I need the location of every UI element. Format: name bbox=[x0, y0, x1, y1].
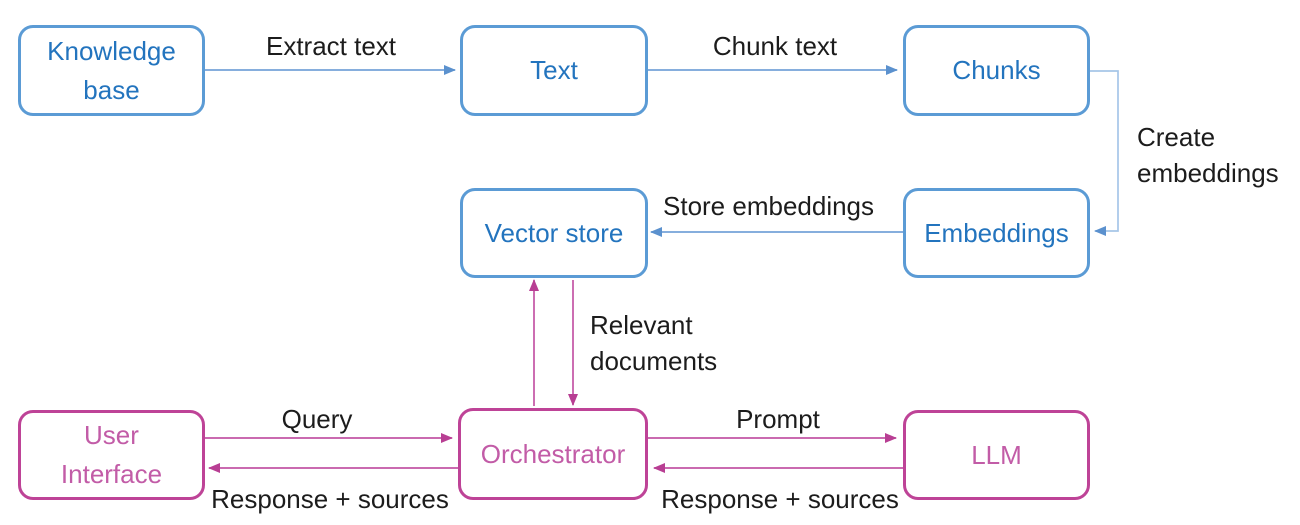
node-vector-store: Vector store bbox=[460, 188, 648, 278]
edge-label-query: Query bbox=[281, 404, 353, 434]
node-orchestrator: Orchestrator bbox=[458, 408, 648, 500]
node-text: Text bbox=[460, 25, 648, 116]
node-user-interface: User Interface bbox=[18, 410, 205, 500]
node-vector-store-label: Vector store bbox=[484, 217, 624, 248]
node-knowledge-base: Knowledge base bbox=[18, 25, 205, 116]
edge-label-response-to-user: Response + sources bbox=[211, 484, 449, 514]
node-llm-label: LLM bbox=[971, 439, 1022, 470]
edge-label-response-from-llm: Response + sources bbox=[661, 484, 899, 514]
node-text-label: Text bbox=[530, 55, 578, 85]
node-knowledge-base-label: Knowledge base bbox=[47, 35, 176, 105]
edge-label-store-embeddings: Store embeddings bbox=[663, 191, 875, 221]
edge-label-prompt: Prompt bbox=[736, 404, 820, 434]
node-orchestrator-label: Orchestrator bbox=[480, 438, 626, 469]
node-llm: LLM bbox=[903, 410, 1090, 500]
node-embeddings-label: Embeddings bbox=[924, 217, 1069, 248]
node-embeddings: Embeddings bbox=[903, 188, 1090, 278]
edge-label-extract-text: Extract text bbox=[265, 31, 397, 61]
edge-label-create-embeddings: Create embeddings bbox=[1137, 122, 1279, 188]
arrow-create-embeddings bbox=[1090, 70, 1119, 236]
edge-label-chunk-text: Chunk text bbox=[712, 31, 838, 61]
edge-label-relevant-documents: Relevant documents bbox=[590, 310, 718, 376]
node-chunks-label: Chunks bbox=[952, 55, 1041, 85]
node-user-interface-label: User Interface bbox=[60, 420, 163, 489]
node-chunks: Chunks bbox=[903, 25, 1090, 116]
